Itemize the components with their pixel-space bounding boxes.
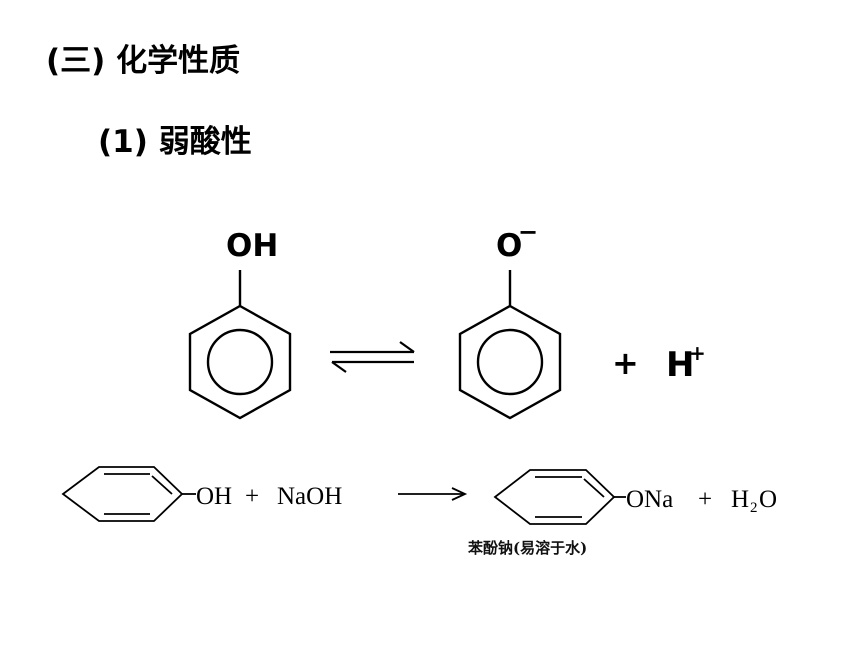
- phenoxide-benzene-ring: [458, 270, 562, 420]
- equilibrium-arrow: [330, 341, 415, 373]
- eq2-plus-1: +: [245, 483, 259, 510]
- subsection-heading: (1) 弱酸性: [98, 124, 252, 160]
- sodium-phenoxide-caption: 苯酚钠(易溶于水): [468, 539, 588, 557]
- proton-h-label: H: [666, 345, 694, 385]
- reaction-arrow: [398, 487, 468, 501]
- section-heading: (三) 化学性质: [46, 43, 241, 79]
- ona-label: ONa: [626, 486, 673, 513]
- phenoxide-charge: −: [518, 218, 538, 246]
- eq1-plus: +: [612, 344, 639, 382]
- naoh-label: NaOH: [277, 483, 342, 510]
- water-h-label: H: [731, 486, 749, 513]
- eq2-oh-label: OH: [196, 483, 232, 510]
- water-o-label: O: [759, 486, 777, 513]
- phenol-oh-label: OH: [226, 228, 278, 264]
- proton-charge: +: [689, 341, 706, 365]
- phenoxide-o-label: O: [496, 228, 522, 264]
- eq2-reactant-benzene: [61, 466, 196, 522]
- eq2-product-benzene: [493, 469, 626, 525]
- eq2-plus-2: +: [698, 486, 712, 513]
- phenol-benzene-ring: [188, 270, 292, 420]
- water-subscript: 2: [750, 500, 758, 516]
